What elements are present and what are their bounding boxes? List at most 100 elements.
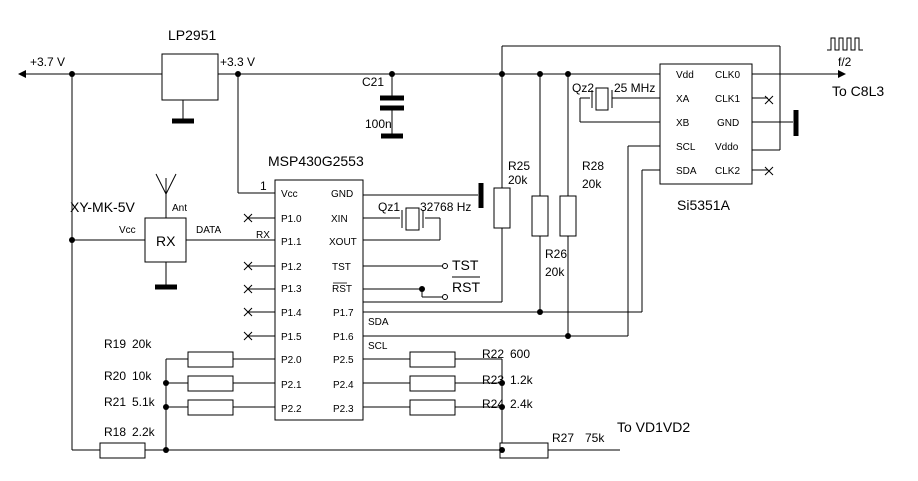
no-connect-marks <box>243 95 774 341</box>
to-c8l3-label: To C8L3 <box>832 83 884 99</box>
mcu-pin-xout: XOUT <box>329 237 357 248</box>
si-pin-xa: XA <box>676 94 690 105</box>
qz2-value: 25 MHz <box>614 81 655 95</box>
msp430-left-stubs <box>186 217 275 408</box>
pullup-wires <box>501 74 569 336</box>
r28-value: 20k <box>582 177 602 191</box>
rst-terminal <box>442 294 448 300</box>
resistor-r25 <box>493 187 511 229</box>
r26-value: 20k <box>545 265 565 279</box>
resistor-r26 <box>531 195 549 237</box>
square-wave-icon <box>827 37 863 51</box>
mcu-pin-p1-1: P1.1 <box>281 237 302 248</box>
resistor-r22 <box>409 351 456 368</box>
mcu-pin-p1-5: P1.5 <box>281 332 302 343</box>
r20-label: R20 <box>104 369 126 383</box>
si-pin-clk0: CLK0 <box>715 70 740 81</box>
rx-module-label: XY-MK-5V <box>70 199 136 215</box>
msp430-right-wires <box>363 183 642 337</box>
sda-net-label: SDA <box>368 317 389 328</box>
r23-label: R23 <box>482 373 504 387</box>
resistor-r20 <box>187 375 234 392</box>
regulator-label: LP2951 <box>168 27 216 43</box>
mcu-pin-p1-7: P1.7 <box>333 308 354 319</box>
si5351a-wires <box>579 73 840 336</box>
resistor-r28 <box>559 195 577 237</box>
qz2-label: Qz2 <box>572 81 594 95</box>
mcu-pin-p1-2: P1.2 <box>281 262 302 273</box>
mcu-pin-p2-5: P2.5 <box>333 355 354 366</box>
r20-value: 10k <box>132 369 152 383</box>
si-pin-clk2: CLK2 <box>715 166 740 177</box>
mcu-pin-p2-2: P2.2 <box>281 404 302 415</box>
si5351a-left-pins: Vdd XA XB SCL SDA <box>676 70 697 177</box>
mcu-pin-p2-0: P2.0 <box>281 355 302 366</box>
mcu-pin-p1-0: P1.0 <box>281 214 302 225</box>
c21-value: 100n <box>365 117 392 131</box>
r24-value: 2.4k <box>510 397 534 411</box>
r21-label: R21 <box>104 395 126 409</box>
rx-vcc-label: Vcc <box>119 225 136 236</box>
r27-value: 75k <box>585 431 605 445</box>
rx-module <box>144 217 187 263</box>
rx-net-label: RX <box>256 230 270 241</box>
mcu-pin-p2-1: P2.1 <box>281 380 302 391</box>
c21-label: C21 <box>362 75 384 89</box>
r22-label: R22 <box>482 347 504 361</box>
mcu-pin-p1-4: P1.4 <box>281 308 302 319</box>
rst-label: RST <box>452 279 480 295</box>
si-pin-vdd: Vdd <box>676 70 694 81</box>
r24-label: R24 <box>482 397 504 411</box>
si-pin-sda: SDA <box>676 166 697 177</box>
mcu-pin-p2-4: P2.4 <box>333 380 354 391</box>
qz1-label: Qz1 <box>378 200 400 214</box>
msp430-chip <box>274 179 364 421</box>
mcu-pin-xin: XIN <box>331 214 348 225</box>
r25-value: 20k <box>508 173 528 187</box>
msp430-left-pins: Vcc P1.0 P1.1 P1.2 P1.3 P1.4 P1.5 P2.0 P… <box>281 189 302 415</box>
r22-value: 600 <box>510 347 530 361</box>
r26-label: R26 <box>545 247 567 261</box>
mcu-label: MSP430G2553 <box>268 153 364 169</box>
r21-value: 5.1k <box>132 395 156 409</box>
mcu-pin-vcc: Vcc <box>281 189 298 200</box>
resistor-r24 <box>409 399 456 416</box>
qz1-value: 32768 Hz <box>420 200 471 214</box>
si-pin-gnd: GND <box>717 118 739 129</box>
rx-data-label: DATA <box>196 225 222 236</box>
v-reg-label: +3.3 V <box>220 55 255 69</box>
si-label: Si5351A <box>677 197 731 213</box>
r19-value: 20k <box>132 337 152 351</box>
antenna-icon <box>155 173 177 218</box>
tst-label: TST <box>452 257 479 273</box>
r27-label: R27 <box>552 431 574 445</box>
to-vd-label: To VD1VD2 <box>617 419 690 435</box>
capacitor-c21 <box>380 95 404 139</box>
r19-label: R19 <box>104 337 126 351</box>
msp430-right-pins: GND XIN XOUT TST RST P1.7 P1.6 P2.5 P2.4… <box>329 189 357 415</box>
resistor-r18 <box>99 442 146 459</box>
v-in-label: +3.7 V <box>30 55 65 69</box>
r25-label: R25 <box>508 159 530 173</box>
si5351a-right-pins: CLK0 CLK1 GND Vddo CLK2 <box>715 70 740 177</box>
lp2951-regulator <box>161 53 219 101</box>
r23-value: 1.2k <box>510 373 534 387</box>
resistor-r27 <box>499 442 549 459</box>
rx-label: RX <box>156 233 176 249</box>
tst-terminal <box>442 263 448 269</box>
crystal-qz2 <box>591 87 613 111</box>
mcu-pin-tst: TST <box>332 262 351 273</box>
mcu-pin-p1-3: P1.3 <box>281 284 302 295</box>
output-arrow-icon <box>838 70 846 78</box>
crystal-qz1 <box>401 207 424 231</box>
si5351a-chip <box>659 63 753 185</box>
resistor-r23 <box>409 375 456 392</box>
r18-label: R18 <box>104 425 126 439</box>
si-pin-xb: XB <box>676 118 690 129</box>
rail-arrow-icon <box>18 70 26 78</box>
power-rail-wires <box>20 45 781 451</box>
si-pin-vddo: Vddo <box>715 142 739 153</box>
scl-net-label: SCL <box>368 341 388 352</box>
pin1-marker: 1 <box>260 179 267 193</box>
